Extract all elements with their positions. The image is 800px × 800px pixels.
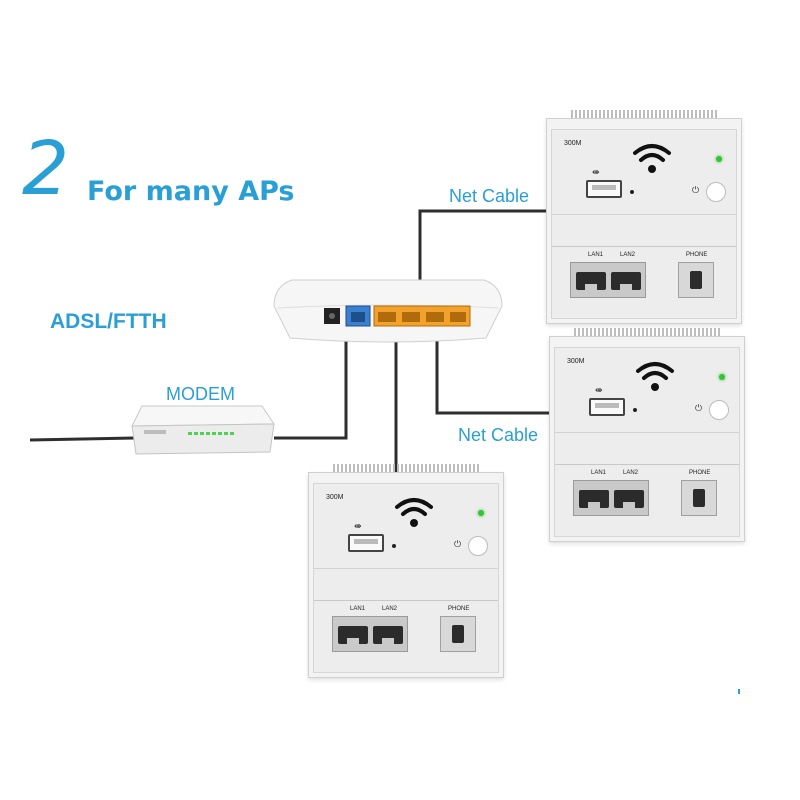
phone-port [678,262,714,298]
lan2-port [373,626,403,644]
phone-port [440,616,476,652]
lan1-port [576,272,606,290]
power-icon: ⏻ [695,404,703,414]
usb-port [589,398,625,416]
lan2-label: LAN2 [623,470,639,476]
wifi-icon [633,144,671,173]
router-to-ap-top-cable [418,209,546,284]
wifi-icon [395,498,433,527]
decorative-speck [738,689,740,694]
incoming-line-cable [29,436,137,442]
access-point-top: 300M ⇼ ⏻ LAN1 LAN2 PHONE [546,110,742,324]
access-point-middle: 300M ⇼ ⏻ LAN1 LAN2 PHONE [549,328,745,542]
lan1-port [338,626,368,644]
lan2-label: LAN2 [620,252,636,258]
power-icon: ⏻ [692,186,700,196]
phone-label: PHONE [448,606,470,612]
modem-label: MODEM [166,384,235,404]
ap-vent [571,110,717,118]
router-device [273,279,503,343]
power-button [468,536,488,556]
phone-port [681,480,717,516]
status-led [478,510,484,516]
phone-label: PHONE [686,252,708,258]
router-to-ap-mid-cable [435,336,549,415]
ap-model-label: 300M [567,358,585,365]
power-button [706,182,726,202]
ap-model-label: 300M [564,140,582,147]
lan-ports [573,480,649,516]
ap-model-label: 300M [326,494,344,501]
status-led [716,156,722,162]
ap-vent [333,464,479,472]
lan2-port [614,490,644,508]
reset-hole [633,408,637,412]
lan-ports [570,262,646,298]
lan2-label: LAN2 [382,606,398,612]
lan1-port [579,490,609,508]
usb-port [348,534,384,552]
headline-number: 2 [22,126,70,212]
usb-icon: ⇼ [595,386,603,396]
status-led [719,374,725,380]
phone-label: PHONE [689,470,711,476]
lan1-label: LAN1 [591,470,607,476]
reset-hole [392,544,396,548]
adsl-ftth-label: ADSL/FTTH [50,310,167,333]
usb-icon: ⇼ [592,168,600,178]
reset-hole [630,190,634,194]
ap-faceplate: 300M ⇼ ⏻ LAN1 LAN2 PHONE [313,483,499,673]
power-button [709,400,729,420]
lan-ports [332,616,408,652]
ap-faceplate: 300M ⇼ ⏻ LAN1 LAN2 PHONE [551,129,737,319]
headline-text: For many APs [87,176,295,207]
wifi-icon [636,362,674,391]
net-cable-label-mid: Net Cable [458,425,539,445]
usb-port [586,180,622,198]
access-point-bottom: 300M ⇼ ⏻ LAN1 LAN2 PHONE [308,464,504,678]
modem-to-router-cable [274,332,348,440]
power-icon: ⏻ [454,540,462,550]
ap-faceplate: 300M ⇼ ⏻ LAN1 LAN2 PHONE [554,347,740,537]
ap-vent [574,328,720,336]
lan1-label: LAN1 [588,252,604,258]
modem-device [131,405,275,455]
lan2-port [611,272,641,290]
net-cable-label-top: Net Cable [449,186,530,206]
usb-icon: ⇼ [354,522,362,532]
lan1-label: LAN1 [350,606,366,612]
